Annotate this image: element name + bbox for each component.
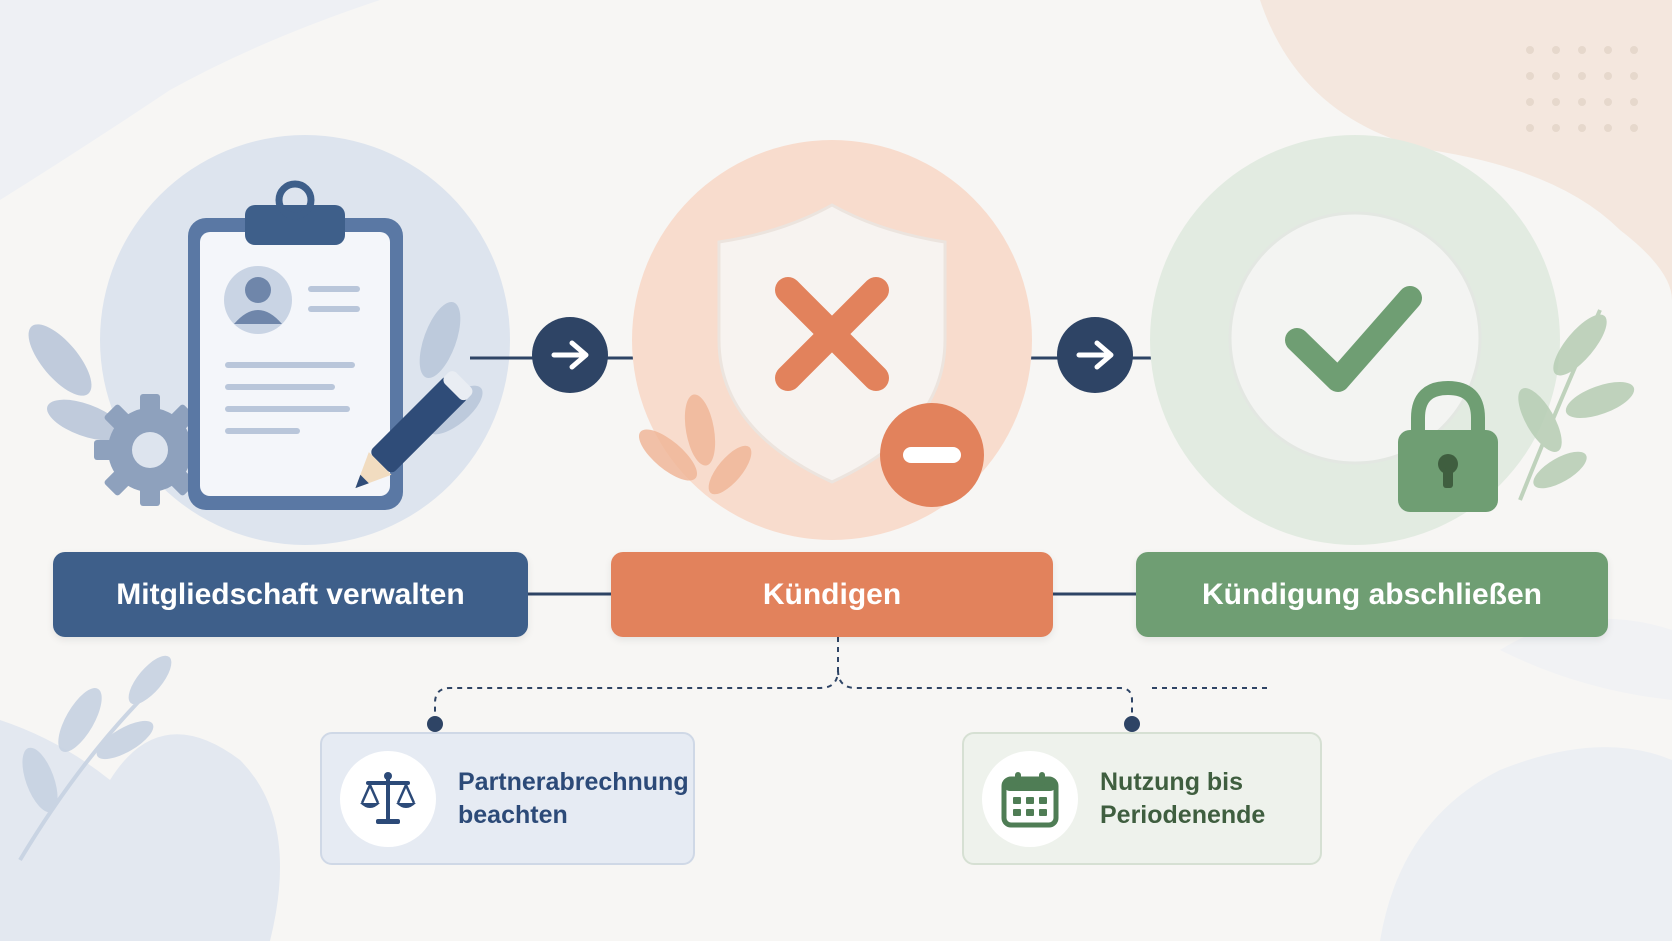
calendar-icon: [982, 750, 1078, 847]
step1-illustration: [28, 135, 510, 545]
step-mitgliedschaft-verwalten: Mitgliedschaft verwalten: [53, 552, 528, 637]
lock-icon: [1398, 380, 1498, 512]
shield-x-icon: [717, 203, 947, 484]
checkmark-circle-icon: [1228, 211, 1482, 465]
leaf-decoration-bottom-left: [18, 655, 172, 862]
leaf-decoration: [1518, 309, 1635, 501]
minus-circle-icon: [880, 403, 984, 507]
step-kuendigen: Kündigen: [611, 552, 1053, 637]
gear-icon: [94, 394, 206, 506]
note-text: Nutzung bis Periodenende: [1100, 767, 1266, 829]
step3-illustration: [1150, 135, 1635, 545]
scales-icon: [340, 750, 436, 847]
note-nutzung-periodenende: Nutzung bis Periodenende: [962, 732, 1322, 865]
note-partnerabrechnung: Partnerabrechnung beachten: [320, 732, 695, 865]
branch-dot-right: [1124, 716, 1140, 732]
branch-dot-left: [427, 716, 443, 732]
pencil-icon: [355, 371, 473, 489]
clipboard-profile-icon: [188, 180, 403, 510]
step2-illustration: [632, 140, 1032, 540]
note-text: Partnerabrechnung beachten: [458, 767, 689, 829]
dot-grid: [1526, 46, 1638, 132]
note-branch-connectors: [434, 637, 1272, 722]
step-kuendigung-abschliessen: Kündigung abschließen: [1136, 552, 1608, 637]
leaf-decoration: [638, 394, 752, 495]
